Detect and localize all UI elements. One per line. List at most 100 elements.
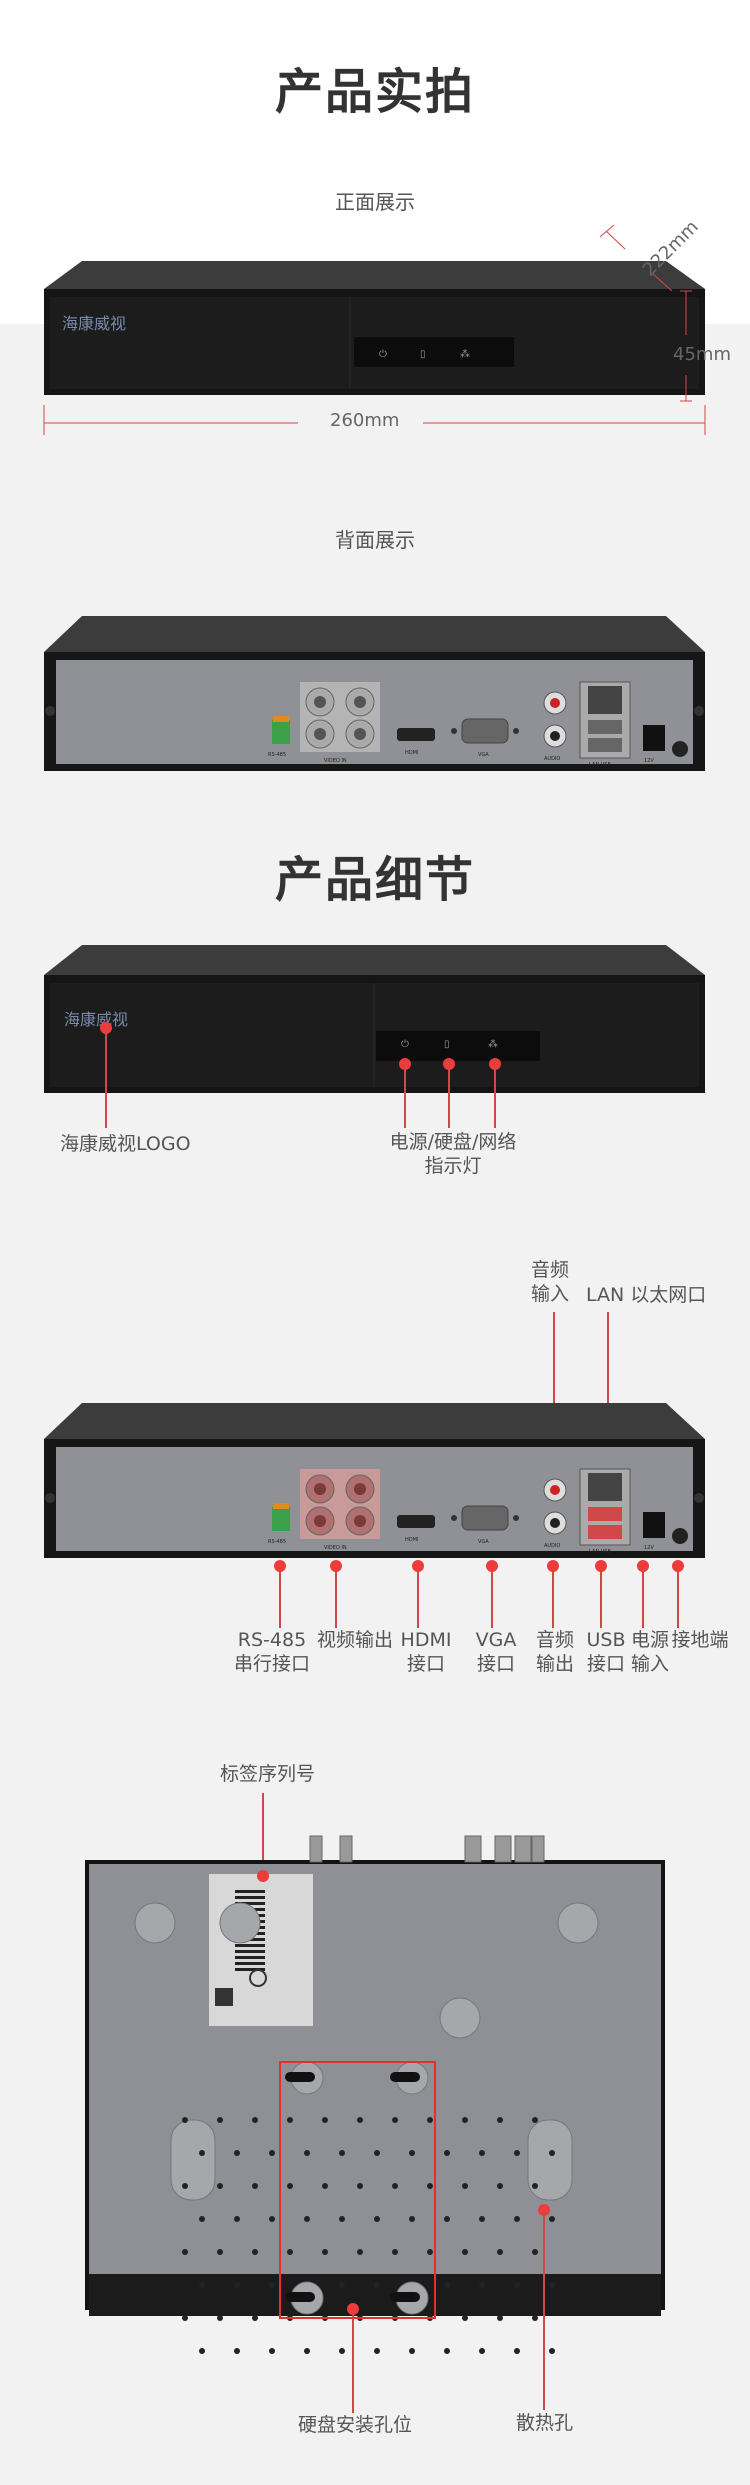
page-title-product-photos: 产品实拍: [274, 64, 475, 120]
vent-hole: [252, 2315, 258, 2321]
hdmi-silk: HDMI: [405, 1537, 418, 1543]
connector-top: [514, 1835, 532, 1863]
vent-hole: [374, 2282, 380, 2288]
vent-hole: [392, 2249, 398, 2255]
label-rear-port-line1: HDMI: [400, 1629, 452, 1651]
lan-port-icon: [588, 1473, 622, 1501]
vent-hole: [409, 2216, 415, 2222]
callout-line: [404, 1064, 406, 1128]
connector-top: [531, 1835, 545, 1863]
vent-hole: [322, 2117, 328, 2123]
vent-hole: [357, 2183, 363, 2189]
callout-dot-rear-port: [637, 1560, 649, 1572]
vga-screw: [513, 728, 519, 734]
network-led-icon: ⁂: [488, 1038, 498, 1050]
audio-silk: AUDIO: [544, 756, 560, 762]
mounting-boss: [134, 1902, 176, 1944]
callout-dot-rear-port: [595, 1560, 607, 1572]
vent-hole: [182, 2249, 188, 2255]
label-rear-port-line1: 音频: [535, 1629, 574, 1651]
vent-hole: [252, 2117, 258, 2123]
callout-line: [262, 1793, 264, 1868]
usb-port-icon: [588, 1525, 622, 1539]
vent-hole: [199, 2348, 205, 2354]
usb-port-icon: [588, 1507, 622, 1521]
label-indicators: 电源/硬盘/网络 指示灯: [388, 1130, 518, 1178]
vent-hole: [374, 2216, 380, 2222]
lan-port-icon: [588, 686, 622, 714]
vent-hole: [199, 2216, 205, 2222]
foot-recess: [527, 2119, 573, 2201]
vent-hole: [497, 2117, 503, 2123]
vga-port-icon: [461, 1505, 509, 1531]
label-audio-in-line1: 音频: [530, 1259, 569, 1281]
height-dimension: 45mm: [673, 344, 731, 365]
vent-hole: [217, 2315, 223, 2321]
label-rear-port-line2: 接口: [476, 1653, 515, 1675]
vent-hole: [479, 2348, 485, 2354]
label-rear-port: 接地端: [660, 1628, 740, 1652]
vent-hole: [427, 2183, 433, 2189]
hdd-keyhole: [390, 2072, 420, 2082]
vent-hole: [322, 2249, 328, 2255]
vent-hole: [252, 2249, 258, 2255]
width-dimension: 260mm: [330, 410, 400, 431]
dvr-front-image: 海康威视 ⏻ ▯ ⁂: [44, 261, 705, 395]
vent-hole: [269, 2282, 275, 2288]
power-led-icon: ⏻: [401, 1039, 409, 1050]
vent-hole: [409, 2348, 415, 2354]
label-rear-port: 视频输出: [315, 1628, 395, 1652]
vent-hole: [269, 2348, 275, 2354]
vent-hole: [182, 2315, 188, 2321]
label-rear-port-line1: VGA: [475, 1629, 517, 1651]
callout-line: [448, 1064, 450, 1128]
label-rear-port-line1: RS-485: [237, 1629, 307, 1651]
connector-top: [464, 1835, 482, 1863]
vent-hole: [444, 2348, 450, 2354]
callout-line: [642, 1564, 644, 1628]
vent-hole: [514, 2150, 520, 2156]
bnc-pin: [314, 696, 326, 708]
bnc-pin: [354, 1515, 366, 1527]
screw-icon: [694, 1493, 704, 1503]
callout-line: [600, 1564, 602, 1628]
audio-out-jack-center: [550, 1518, 560, 1528]
label-rear-port-line1: USB: [586, 1629, 626, 1651]
vent-hole: [339, 2216, 345, 2222]
bnc-pin: [314, 728, 326, 740]
vent-hole: [409, 2150, 415, 2156]
hdd-keyhole: [285, 2292, 315, 2302]
vent-hole: [269, 2150, 275, 2156]
vent-hole: [497, 2315, 503, 2321]
vent-hole: [304, 2150, 310, 2156]
barcode-bar: [235, 1962, 265, 1965]
rear-view-heading: 背面展示: [335, 528, 415, 552]
top-cover: [44, 1403, 705, 1439]
bnc-pin: [354, 696, 366, 708]
screw-icon: [694, 706, 704, 716]
vent-hole: [392, 2183, 398, 2189]
usb-port-icon: [588, 720, 622, 734]
vent-hole: [199, 2150, 205, 2156]
mounting-boss: [219, 1902, 261, 1944]
vga-screw: [451, 1515, 457, 1521]
vent-hole: [549, 2216, 555, 2222]
vent-hole: [462, 2183, 468, 2189]
hdd-led-icon: ▯: [444, 1039, 450, 1050]
label-hdd-holes: 硬盘安装孔位: [298, 2414, 413, 2436]
connector-top: [339, 1835, 353, 1863]
vent-hole: [287, 2117, 293, 2123]
connector-top: [309, 1835, 323, 1863]
rs485-terminal-top: [273, 716, 289, 722]
vent-hole: [497, 2183, 503, 2189]
power-silk: 12V: [644, 1545, 654, 1551]
front-view-heading: 正面展示: [335, 190, 415, 214]
foot-recess: [170, 2119, 216, 2201]
barcode-bar: [235, 1950, 265, 1953]
qr-code-icon: [215, 1988, 233, 2006]
power-led-icon: ⏻: [379, 349, 387, 360]
top-cover: [44, 616, 705, 652]
ground-terminal-icon: [672, 1528, 688, 1544]
